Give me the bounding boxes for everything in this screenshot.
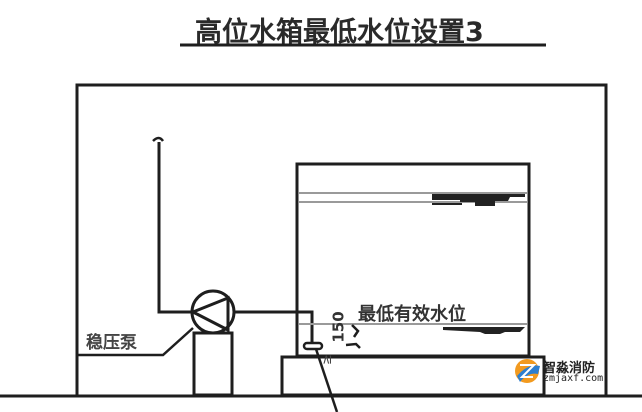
pump-triangle [192, 295, 230, 333]
dimension-prefix: ≥ [319, 354, 335, 365]
discharge-pipe [235, 310, 314, 343]
outlet-pipe [314, 348, 339, 412]
float-valve-icon [432, 194, 525, 206]
pump-label: 稳压泵 [86, 333, 137, 353]
pipe-end [152, 136, 165, 142]
room-outline [75, 83, 608, 395]
watermark-site: zmjaxf.com [543, 373, 604, 384]
tank-platform [280, 355, 546, 397]
pump-base [192, 331, 234, 397]
pump-leader-line [77, 327, 194, 357]
logo-icon [515, 359, 540, 383]
dimension-value: 150 [329, 311, 348, 343]
min-level-label: 最低有效水位 [358, 304, 466, 325]
dim-arrow-bottom [345, 342, 361, 349]
suction-pipe [157, 142, 192, 314]
page-title: 高位水箱最低水位设置3 [195, 17, 484, 48]
outlet-valve [302, 341, 324, 351]
low-float-icon [443, 327, 525, 334]
dim-arrow-top [351, 324, 360, 338]
watermark-brand: 智淼消防 [543, 361, 596, 376]
